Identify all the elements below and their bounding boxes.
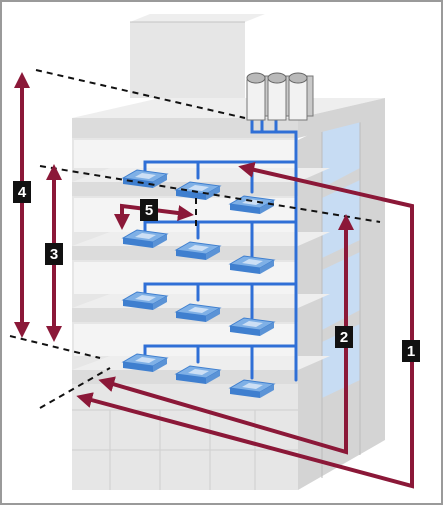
label-1: 1 xyxy=(402,340,420,362)
roof-slab-front xyxy=(72,118,298,138)
label-2: 2 xyxy=(335,326,353,348)
penthouse-front xyxy=(130,22,245,98)
label-1-text: 1 xyxy=(407,343,415,360)
dashed-line-top xyxy=(35,69,246,119)
outdoor-units xyxy=(246,72,314,121)
label-5-text: 5 xyxy=(145,202,153,219)
label-4: 4 xyxy=(13,181,31,203)
outdoor-unit-icon xyxy=(288,72,314,121)
label-4-text: 4 xyxy=(18,184,27,201)
arrow-5-path xyxy=(114,203,194,230)
label-2-text: 2 xyxy=(340,329,348,346)
arrow-2-path xyxy=(98,214,354,455)
lower-wall-grid xyxy=(72,409,298,490)
label-5: 5 xyxy=(140,199,158,221)
outdoor-unit-icon xyxy=(246,72,272,121)
label-3: 3 xyxy=(45,243,63,265)
penthouse-top xyxy=(130,14,265,22)
outdoor-unit-icon xyxy=(267,72,293,121)
label-3-text: 3 xyxy=(50,246,58,263)
number-labels: 1 2 3 4 5 xyxy=(13,181,420,362)
